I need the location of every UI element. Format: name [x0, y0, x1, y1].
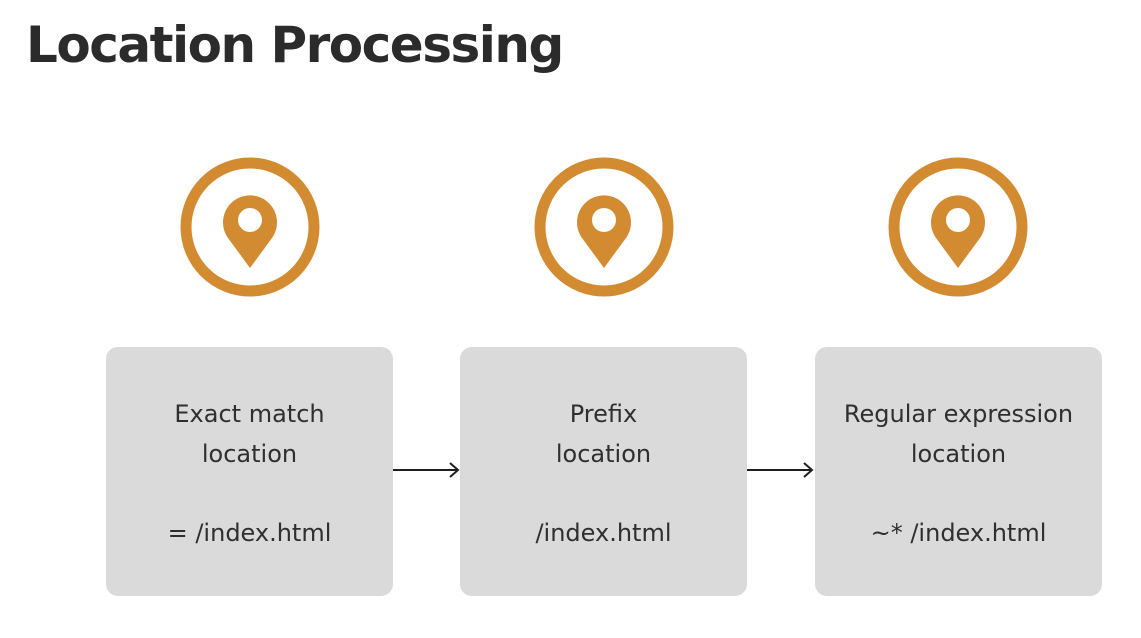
location-pin-icon	[533, 156, 675, 298]
step-label-line: location	[555, 440, 652, 468]
step-box-regular-expression: Regular expression location ~* /index.ht…	[815, 347, 1102, 596]
step-label-line: Exact match	[174, 400, 325, 428]
step-label-line: Prefix	[569, 400, 638, 428]
step-label-line: location	[201, 440, 298, 468]
step-label: Prefix location	[460, 394, 747, 474]
step-label: Exact match location	[106, 394, 393, 474]
step-label: Regular expression location	[815, 394, 1102, 474]
step-path: /index.html	[535, 519, 672, 547]
step-box-prefix: Prefix location /index.html	[460, 347, 747, 596]
step-label-line: Regular expression	[843, 400, 1074, 428]
step-label-line: location	[910, 440, 1007, 468]
flow-arrow-icon	[747, 460, 815, 480]
step-box-exact-match: Exact match location = /index.html	[106, 347, 393, 596]
flow-arrow-icon	[393, 460, 461, 480]
location-pin-icon	[887, 156, 1029, 298]
slide-title: Location Processing	[26, 16, 564, 74]
location-pin-icon	[179, 156, 321, 298]
step-path: = /index.html	[167, 519, 332, 547]
step-path: ~* /index.html	[870, 519, 1047, 547]
